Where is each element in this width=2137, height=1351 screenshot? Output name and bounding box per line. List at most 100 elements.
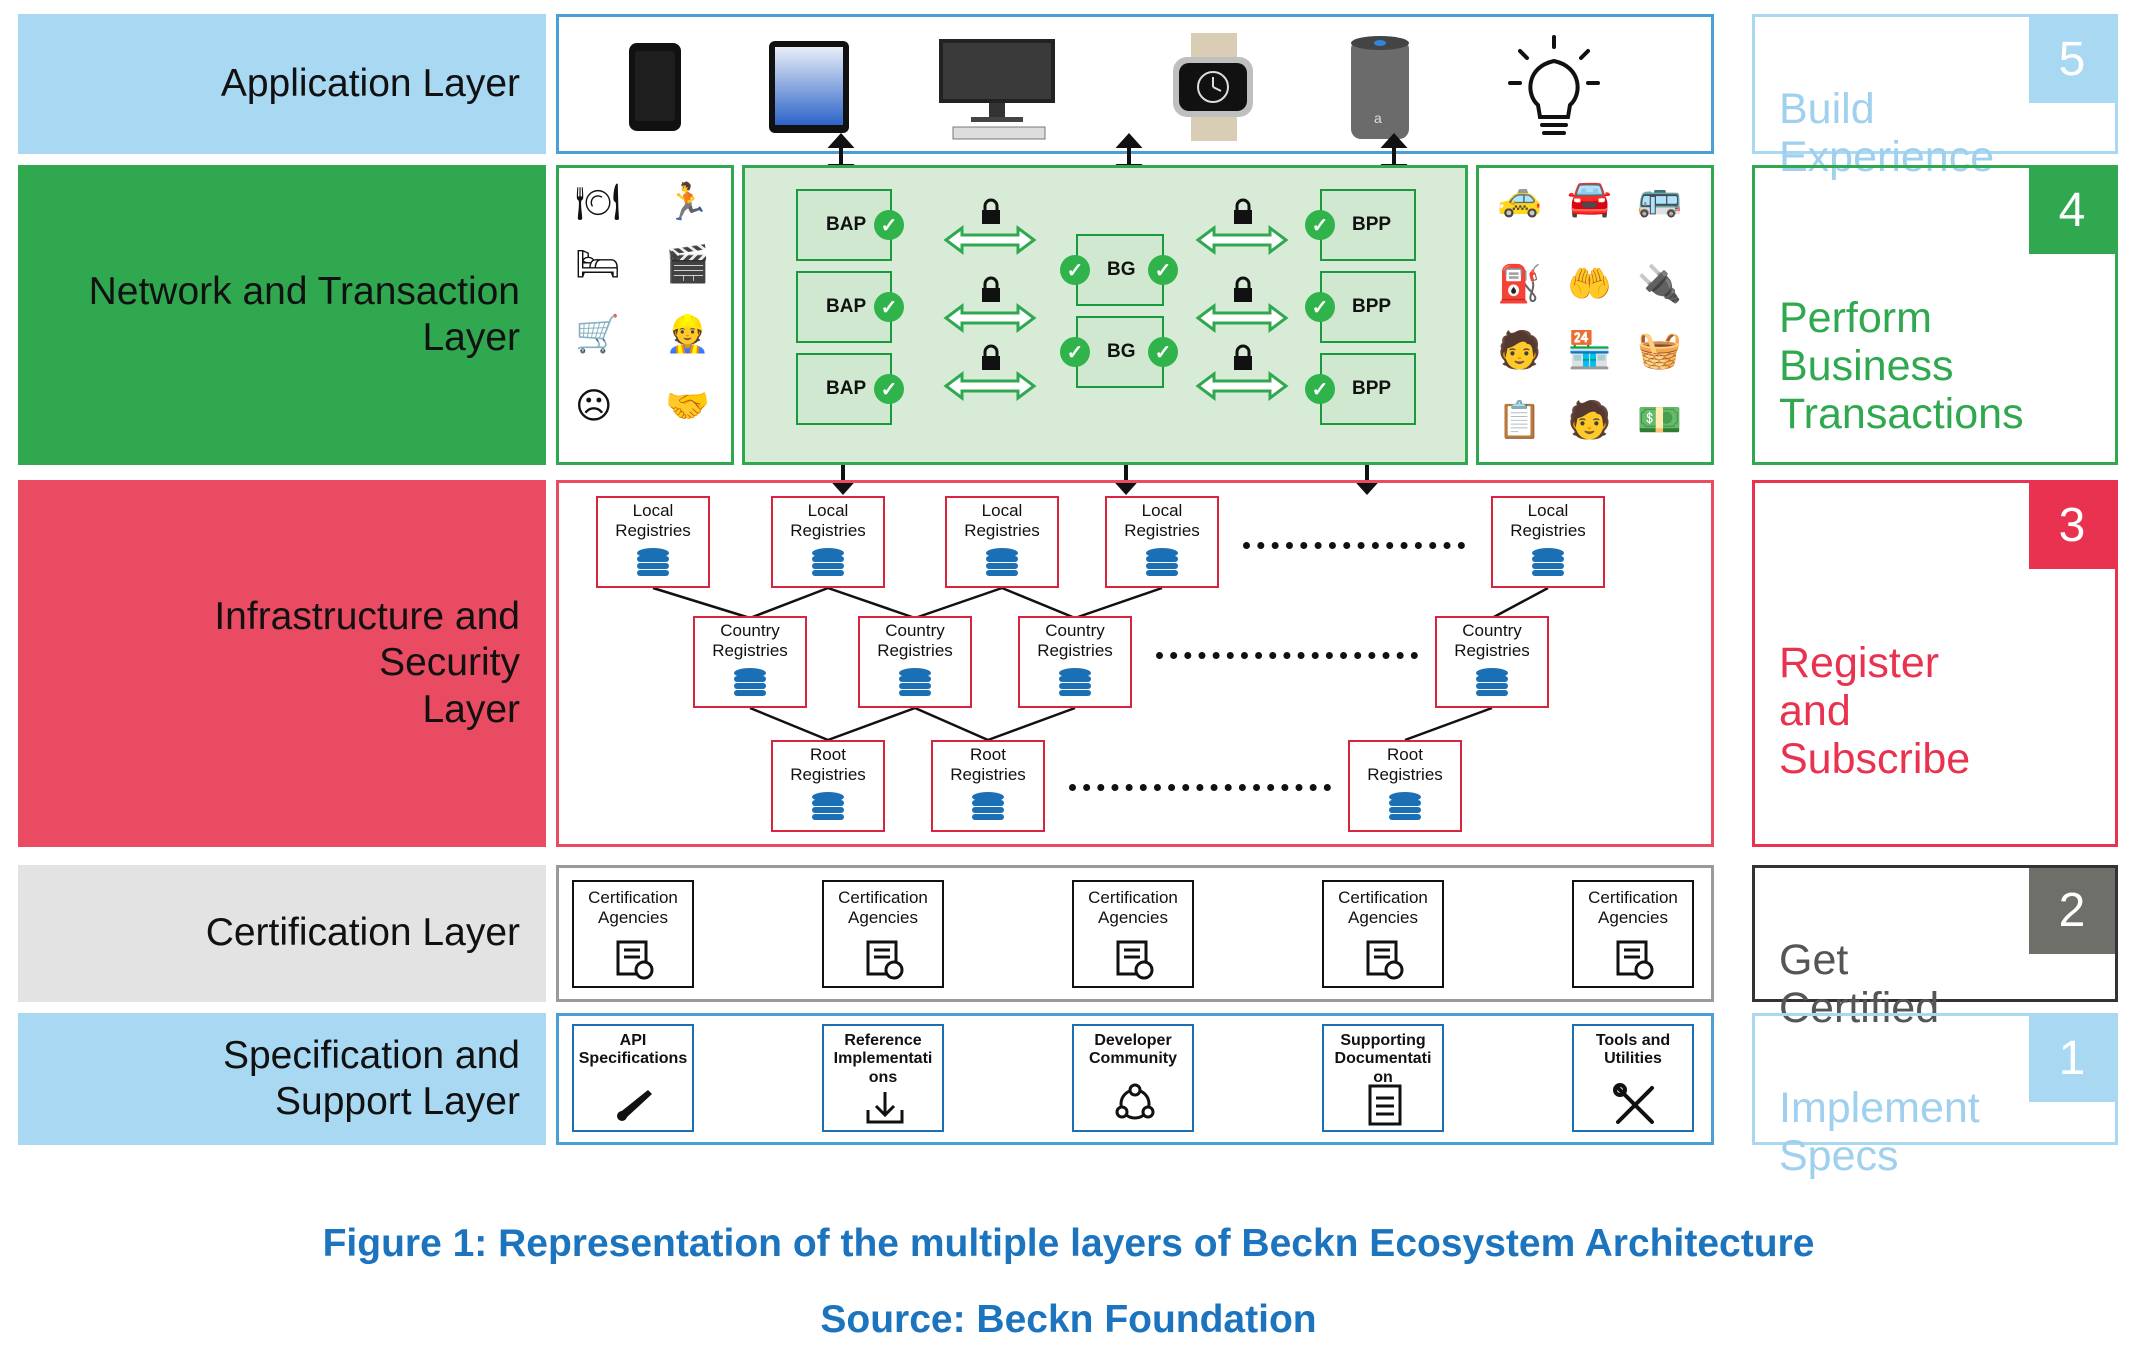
bap-label: BAP [826,378,867,399]
country-registry: Country Registries [858,616,972,708]
download-icon [866,1092,904,1124]
root-registry: Root Registries [771,740,885,832]
network-layer-label: Network and Transaction Layer [18,165,546,465]
infrastructure-panel [556,480,1714,847]
check-icon: ✓ [1305,210,1335,240]
country-registry-label: Country Registries [1454,621,1530,660]
step-implement-specs: Implement Specs 1 [1752,1013,2118,1180]
step-number-badge: 1 [2029,1016,2115,1102]
database-icon [899,668,931,696]
pen-icon [617,1090,652,1121]
bpp-label: BPP [1352,296,1392,317]
country-registry: Country Registries [1435,616,1549,708]
application-panel: a [556,14,1714,154]
certification-panel [556,865,1714,1002]
doctor-icon: 🧑 [1567,399,1612,440]
movie-icon: 🎬 [665,243,710,284]
country-registry-label: Country Registries [877,621,953,660]
certification-agency: Certification Agencies [572,880,694,988]
bpp-node: BPP [1320,271,1416,343]
network-layer-text: Network and Transaction Layer [88,269,520,359]
bg-label: BG [1107,259,1136,280]
certificate-icon [1116,940,1154,980]
spec-item-label: Reference Implementati ons [833,1032,933,1086]
database-icon [637,548,669,576]
certification-agency-label: Certification Agencies [1088,888,1178,927]
certification-layer-text: Certification Layer [205,911,520,955]
bpp-node: BPP [1320,189,1416,261]
provider-icons-panel: 🚕 🚘 🚌 ⛽ 🤲 🔌 🧑 🏪 🧺 📋 🧑 💵 [1476,165,1714,465]
figure-caption: Figure 1: Representation of the multiple… [322,1222,1815,1265]
step-build-experience: Build Experience 5 [1752,14,2118,181]
local-registry: Local Registries [771,496,885,588]
step-number: 4 [2058,184,2086,238]
database-icon [1059,668,1091,696]
clipboard-icon: 📋 [1497,399,1542,440]
certification-agency: Certification Agencies [1322,880,1444,988]
ellipsis-dots [1156,652,1418,659]
local-registry-label: Local Registries [790,501,866,540]
community-icon [1115,1083,1155,1120]
step-number: 1 [2058,1032,2086,1086]
local-registry-label: Local Registries [1510,501,1586,540]
sad-face-icon: ☹ [575,385,613,426]
certification-agency-label: Certification Agencies [1338,888,1428,927]
step-number: 2 [2058,884,2086,938]
step-number-badge: 3 [2029,483,2115,569]
lightbulb-icon [1508,35,1600,135]
bg-label: BG [1107,341,1136,362]
certification-agency: Certification Agencies [1572,880,1694,988]
certification-layer-label: Certification Layer [18,865,546,1002]
step-register-and-subscribe: Register and Subscribe 3 [1752,480,2118,847]
step-number: 3 [2058,499,2086,553]
cash-icon: 💵 [1637,399,1682,440]
database-icon [972,792,1004,820]
step-number-badge: 2 [2029,868,2115,954]
step-number: 5 [2058,33,2086,87]
bpp-label: BPP [1352,214,1392,235]
step-text: Perform Business Transactions [1779,294,2024,439]
check-icon: ✓ [1305,292,1335,322]
root-registry: Root Registries [931,740,1045,832]
delivery-hand-icon: 🤲 [1567,263,1612,304]
svg-text:a: a [1374,110,1382,126]
database-icon [812,548,844,576]
traveler-icon: 🏃 [665,181,710,222]
spec-item-reference-implementations: Reference Implementati ons [822,1024,944,1132]
spec-item-label: API Specifications [578,1032,688,1068]
check-icon: ✓ [1148,337,1178,367]
smartwatch-icon [1173,33,1253,141]
country-registry-label: Country Registries [712,621,788,660]
root-registry: Root Registries [1348,740,1462,832]
step-text: Get Certified [1779,936,1940,1033]
database-icon [812,792,844,820]
smart-speaker-icon: a [1351,36,1409,139]
root-registry-label: Root Registries [790,745,866,784]
check-icon: ✓ [1060,255,1090,285]
certification-agency: Certification Agencies [1072,880,1194,988]
check-icon: ✓ [1148,255,1178,285]
certification-agency-label: Certification Agencies [588,888,678,927]
ellipsis-dots [1243,542,1465,549]
bus-icon: 🚌 [1637,177,1682,218]
spec-item-supporting-documentation: Supporting Documentati on [1322,1024,1444,1132]
check-icon: ✓ [874,292,904,322]
certificate-icon [1616,940,1654,980]
local-registry-label: Local Registries [615,501,691,540]
specification-panel [556,1013,1714,1145]
infrastructure-layer-text: Infrastructure and Security Layer [214,595,520,731]
store-icon: 🏪 [1567,329,1612,370]
spec-item-label: Developer Community [1089,1032,1177,1068]
local-registry: Local Registries [945,496,1059,588]
database-icon [986,548,1018,576]
local-registry: Local Registries [1105,496,1219,588]
spec-item-developer-community: Developer Community [1072,1024,1194,1132]
spec-item-api-specifications: API Specifications [572,1024,694,1132]
service-worker-icon: 👷 [665,313,710,354]
specification-layer-label: Specification and Support Layer [18,1013,546,1145]
root-registry-label: Root Registries [950,745,1026,784]
certification-agency: Certification Agencies [822,880,944,988]
document-icon [1368,1084,1402,1126]
tools-icon [1613,1083,1654,1124]
country-registry: Country Registries [1018,616,1132,708]
